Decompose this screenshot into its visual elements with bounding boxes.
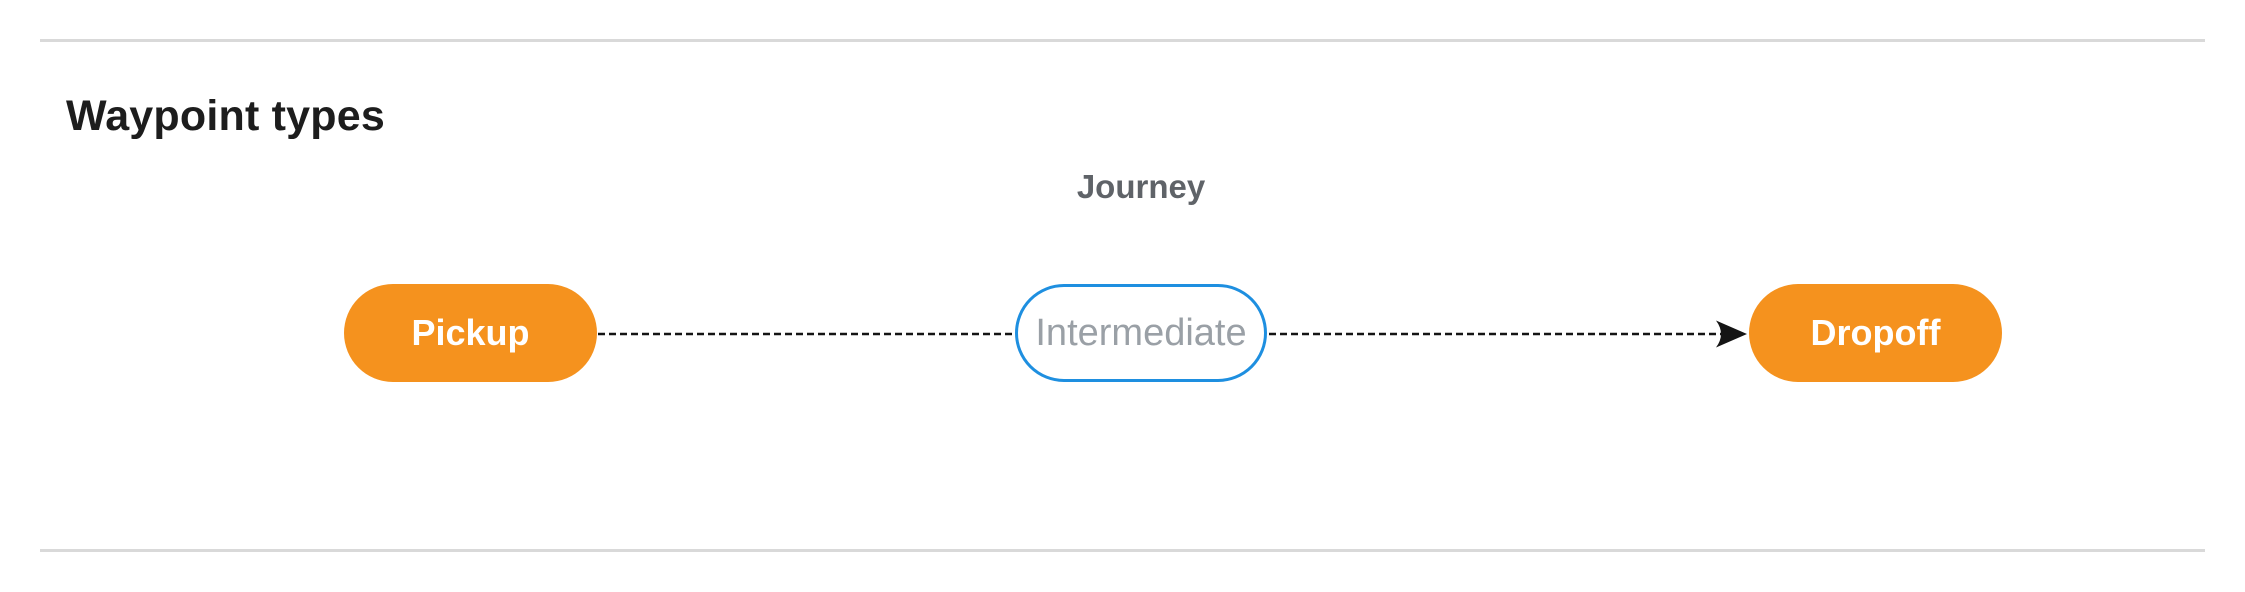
node-dropoff-label: Dropoff: [1810, 312, 1941, 353]
node-intermediate: Intermediate: [1015, 284, 1267, 382]
journey-label: Journey: [1076, 168, 1206, 205]
node-dropoff: Dropoff: [1749, 284, 2002, 382]
section-title: Waypoint types: [66, 91, 385, 140]
arrowhead-icon: [1716, 320, 1747, 348]
node-pickup-label: Pickup: [411, 312, 530, 353]
bottom-divider: [40, 549, 2205, 552]
node-pickup: Pickup: [344, 284, 597, 382]
node-intermediate-label: Intermediate: [1035, 311, 1247, 354]
top-divider: [40, 39, 2205, 42]
